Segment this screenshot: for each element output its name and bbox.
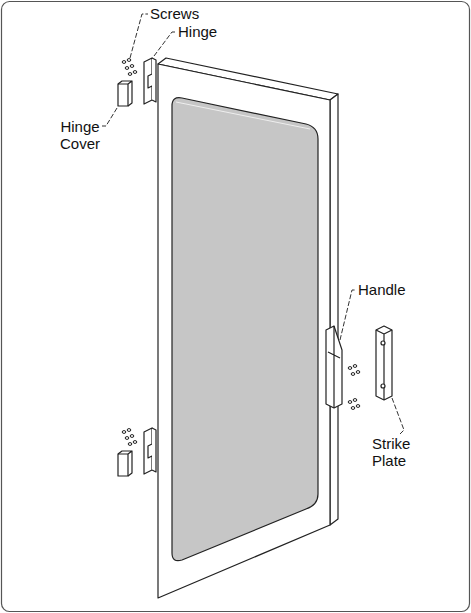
screw [130,65,134,68]
leader-line [340,290,356,340]
screws [122,59,360,446]
handle-detail [328,326,340,408]
part-label: Hinge Cover [55,118,105,152]
door-slab [158,64,330,598]
door-side-edge [330,94,338,525]
screw [125,67,129,70]
strike-plate-edge [376,330,392,400]
screw [127,59,131,62]
hinge [144,428,152,474]
screw [128,73,132,76]
hinge-cover [118,84,128,106]
strike-hole [381,341,385,345]
glass-bevel [176,102,310,129]
strike-hole [381,384,385,388]
handle [326,326,342,408]
screw [348,367,352,370]
hinge [144,58,152,104]
screw [356,405,360,408]
screw [122,431,126,434]
screw [351,373,355,376]
screw [353,365,357,368]
part-label: Handle [358,281,406,298]
part-label: Strike Plate [372,435,424,469]
leader-line [130,14,148,58]
part-label: Screws [150,5,199,22]
leader-line [102,108,117,126]
screw [130,435,134,438]
hinge-side [152,428,156,472]
strike-plate [376,326,392,400]
leader-line [154,32,176,56]
screw [351,407,355,410]
hinge-cover-side [118,81,132,106]
screw [348,401,352,404]
glass-panel [172,98,318,561]
screw [122,61,126,64]
screw [356,371,360,374]
hinge-cover-side [118,451,132,476]
screw [125,437,129,440]
screw [133,441,137,444]
screw [127,429,131,432]
part-label: Hinge [178,23,217,40]
screw [133,71,137,74]
hinge-side [152,58,156,102]
leader-line [392,398,404,434]
screw [353,399,357,402]
hinge-cover [118,454,128,476]
screw [128,443,132,446]
